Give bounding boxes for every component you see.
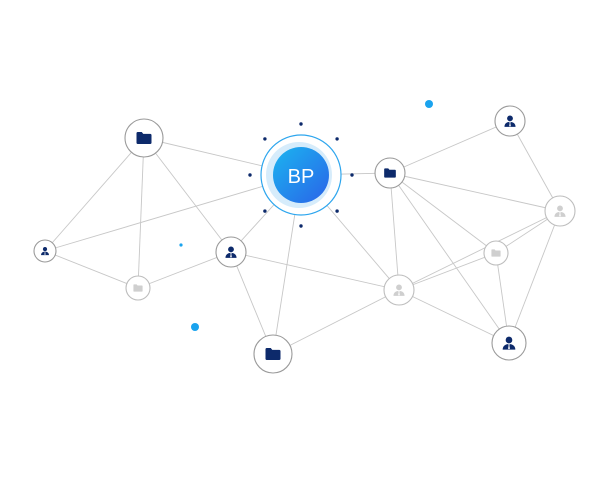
edge-user-left-folder-left-low bbox=[44, 250, 139, 289]
hub-spoke-dots bbox=[248, 122, 354, 228]
hub-spoke-dot bbox=[299, 224, 303, 228]
edge-folder-a-user-left bbox=[44, 137, 145, 252]
tie-icon bbox=[509, 121, 511, 127]
edge-folder-a-folder-left-low bbox=[137, 137, 145, 289]
edge-folder-right-mid-user-center-right bbox=[398, 252, 497, 291]
edge-user-far-right-user-bottom-right bbox=[508, 210, 561, 344]
edge-folder-left-low-user-mid-left bbox=[137, 251, 232, 289]
edge-folder-right-user-bottom-right bbox=[389, 172, 510, 344]
node-folder-left-low bbox=[125, 275, 151, 301]
node-user-left bbox=[33, 239, 57, 263]
tie-icon bbox=[559, 211, 561, 217]
edge-user-center-right-user-bottom-right bbox=[398, 289, 510, 344]
tie-icon bbox=[398, 290, 400, 296]
hub-spoke-dot bbox=[335, 137, 339, 141]
node-folder-bottom bbox=[253, 334, 293, 374]
hub-spoke-dot bbox=[263, 209, 267, 213]
hub-spoke-dot bbox=[299, 122, 303, 126]
node-user-bottom-right bbox=[491, 325, 527, 361]
tie-icon bbox=[508, 344, 510, 350]
hub-spoke-dot bbox=[263, 137, 267, 141]
node-folder-right bbox=[374, 157, 406, 189]
hub-spoke-dot bbox=[350, 173, 354, 177]
hub-spoke-dot bbox=[248, 173, 252, 177]
edge-folder-a-user-mid-left bbox=[143, 137, 232, 253]
node-user-top-right bbox=[494, 105, 526, 137]
node-user-mid-left bbox=[215, 236, 247, 268]
tie-icon bbox=[230, 252, 232, 258]
edge-user-mid-left-user-center-right bbox=[230, 251, 400, 291]
hub-core bbox=[273, 147, 329, 203]
bp-hub: BP bbox=[248, 122, 354, 228]
node-folder-a bbox=[124, 118, 164, 158]
hub-spoke-dot bbox=[335, 209, 339, 213]
node-user-center-right bbox=[383, 274, 415, 306]
decorative-dot-2 bbox=[191, 323, 199, 331]
edge-user-top-right-user-far-right bbox=[509, 120, 561, 212]
edge-user-far-right-user-center-right bbox=[398, 210, 561, 291]
node-user-far-right bbox=[544, 195, 576, 227]
edge-user-left-hub bbox=[44, 174, 302, 252]
edge-folder-bottom-user-center-right bbox=[272, 289, 400, 355]
edge-folder-right-user-top-right bbox=[389, 120, 511, 174]
edge-folder-right-user-far-right bbox=[389, 172, 561, 212]
hub-label: BP bbox=[288, 166, 315, 188]
decorative-dots bbox=[179, 100, 433, 331]
edge-folder-right-user-center-right bbox=[389, 172, 400, 291]
decorative-dot-1 bbox=[425, 100, 433, 108]
edge-folder-right-folder-right-mid bbox=[389, 172, 497, 254]
decorative-dot-3 bbox=[179, 243, 183, 247]
network-nodes bbox=[33, 105, 576, 374]
tie-icon bbox=[44, 251, 46, 255]
node-folder-right-mid bbox=[483, 240, 509, 266]
